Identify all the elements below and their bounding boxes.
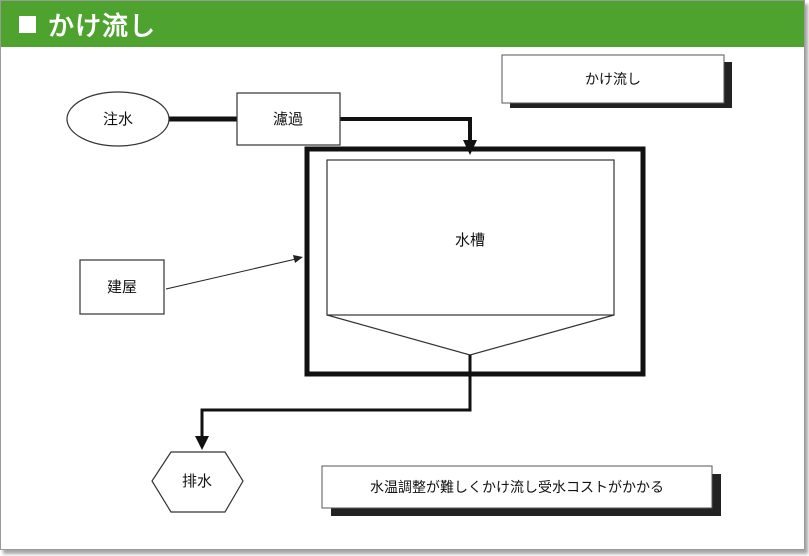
drain-arrow-icon <box>195 436 209 450</box>
mode-tag: かけ流し <box>501 54 732 108</box>
mode-tag-box <box>501 54 725 104</box>
note-text: 水温調整が難しくかけ流し受水コストがかかる <box>370 480 664 496</box>
pipe-filter-to-tank <box>340 117 472 148</box>
tank-body <box>326 159 615 316</box>
slide-title: かけ流し <box>48 11 157 42</box>
pipe-tank-to-drain <box>200 355 472 440</box>
building-frame <box>304 146 646 377</box>
building-pointer-line <box>165 258 297 290</box>
bullet-square-icon <box>19 15 36 33</box>
node-tank: 水槽 <box>326 159 615 356</box>
node-building: 建屋 <box>79 259 165 315</box>
node-water-inlet-label: 注水 <box>103 110 133 128</box>
node-drain: 排水 <box>151 451 244 513</box>
node-tank-label: 水槽 <box>455 231 485 249</box>
mode-tag-label: かけ流し <box>585 72 641 88</box>
note-box: 水温調整が難しくかけ流し受水コストがかかる <box>321 465 721 516</box>
node-filter: 濾過 <box>236 92 341 146</box>
tank-funnel <box>326 314 615 356</box>
building-pointer-arrow-icon <box>293 255 303 263</box>
node-water-inlet: 注水 <box>66 91 170 147</box>
node-drain-label: 排水 <box>182 472 212 490</box>
node-building-label: 建屋 <box>107 278 137 296</box>
note-box-body <box>321 465 713 509</box>
node-filter-label: 濾過 <box>273 110 303 128</box>
slide-header: かけ流し <box>1 1 804 47</box>
